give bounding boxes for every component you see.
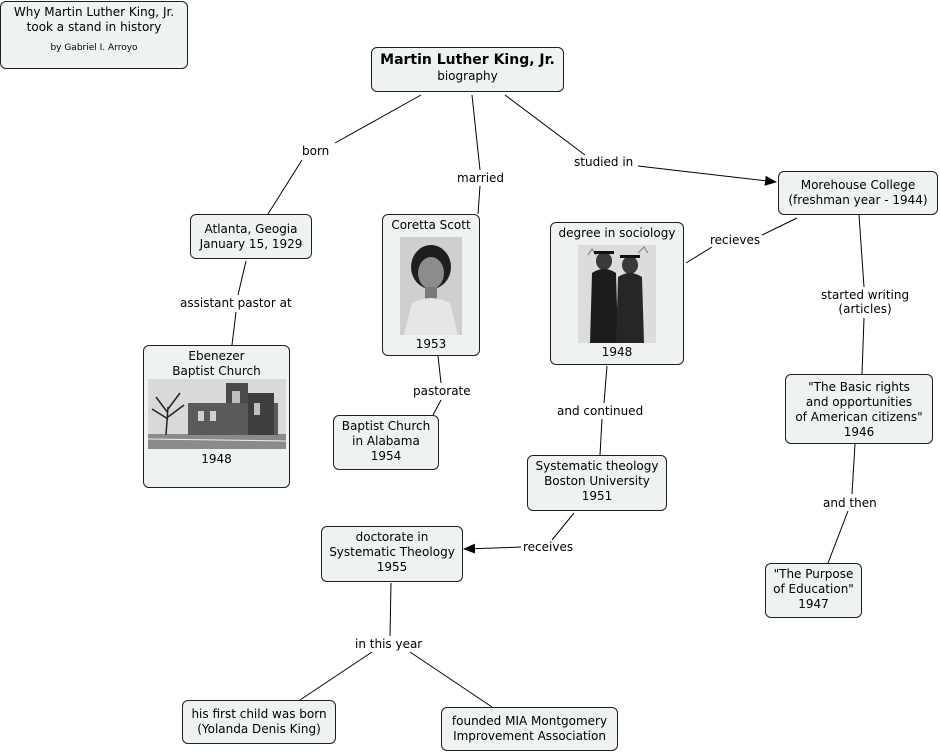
purpose-line1: "The Purpose [773,567,854,581]
line-studied-morehouse [637,165,777,186]
header-author: by Gabriel I. Arroyo [50,43,138,53]
link-label-and-then: and then [821,496,879,510]
line-inthisyear-child [299,651,373,701]
basic-rights-line1: "The Basic rights [808,380,910,394]
line-mlk-born [334,94,422,144]
morehouse-line2: (freshman year - 1944) [788,193,928,207]
doctorate-line2: Systematic Theology [329,545,455,559]
line-writing-basic [861,317,865,375]
graduation-photo [578,245,656,343]
node-ebenezer[interactable]: Ebenezer Baptist Church 1948 [143,345,290,488]
node-degree-sociology[interactable]: degree in sociology 1948 [550,222,684,365]
line-born-atlanta [267,159,303,215]
doctorate-line3: 1955 [376,560,408,574]
line-mlk-married [471,94,481,171]
ebenezer-line2: Baptist Church [172,364,261,378]
node-mia[interactable]: founded MIA Montgomery Improvement Assoc… [441,707,618,751]
link-label-in-this-year: in this year [353,637,425,651]
header-box[interactable]: Why Martin Luther King, Jr. took a stand… [0,1,188,69]
atlanta-line1: Atlanta, Geogia [204,222,298,236]
link-label-receives: receives [521,540,576,554]
link-label-married: married [455,171,507,185]
link-label-and-continued: and continued [555,404,646,418]
header-line2: took a stand in history [26,20,162,34]
header-line1: Why Martin Luther King, Jr. [13,5,175,19]
link-label-assistant-pastor: assistant pastor at [178,296,294,310]
ebenezer-line1: Ebenezer [188,349,245,363]
doctorate-line1: doctorate in [355,530,429,544]
basic-rights-line4: 1946 [843,425,875,439]
morehouse-line1: Morehouse College [800,178,916,192]
church-photo [148,379,286,449]
node-mlk-title: Martin Luther King, Jr. [380,52,555,68]
node-first-child[interactable]: his first child was born (Yolanda Denis … [182,700,336,744]
link-label-recieves: recieves [708,233,763,247]
line-boston-receives [551,512,575,541]
line-recieves-sociology [685,246,713,264]
boston-line2: Boston University [544,474,650,488]
alabama-line2: in Alabama [352,434,420,448]
purpose-line2: of Education" [773,582,854,596]
boston-line3: 1951 [581,489,613,503]
node-morehouse[interactable]: Morehouse College (freshman year - 1944) [778,171,938,215]
node-doctorate[interactable]: doctorate in Systematic Theology 1955 [321,526,463,582]
first-child-line1: his first child was born [191,707,327,721]
node-baptist-alabama[interactable]: Baptist Church in Alabama 1954 [333,415,439,470]
line-married-coretta [477,185,481,215]
node-basic-rights[interactable]: "The Basic rights and opportunities of A… [785,374,933,444]
sociology-year: 1948 [601,345,633,359]
started-writing-line1: started writing [821,288,910,302]
node-mlk-biography[interactable]: Martin Luther King, Jr. biography [371,47,564,92]
line-basic-andthen [851,443,856,495]
line-morehouse-recieves [759,217,798,237]
line-inthisyear-mia [409,651,493,708]
node-boston-university[interactable]: Systematic theology Boston University 19… [527,455,667,511]
coretta-year: 1953 [415,337,447,351]
node-coretta-scott[interactable]: Coretta Scott 1953 [382,214,480,356]
sociology-label: degree in sociology [558,226,676,240]
boston-line1: Systematic theology [535,459,659,473]
link-label-started-writing: started writing (articles) [819,288,912,316]
line-continued-boston [599,418,603,456]
line-mlk-studied [504,94,586,156]
basic-rights-line3: of American citizens" [795,410,923,424]
line-assistant-ebenezer [231,311,237,346]
line-pastorate-alabama [432,399,442,416]
started-writing-line2: (articles) [838,302,892,316]
node-mlk-subtitle: biography [437,69,498,83]
line-morehouse-writing [858,214,865,288]
basic-rights-line2: and opportunities [805,395,913,409]
mia-line1: founded MIA Montgomery [451,714,608,728]
alabama-line1: Baptist Church [341,419,431,433]
atlanta-line2: January 15, 1929 [199,237,303,251]
first-child-line2: (Yolanda Denis King) [197,722,321,736]
mia-line2: Improvement Association [453,729,606,743]
line-coretta-pastorate [437,355,442,384]
node-atlanta[interactable]: Atlanta, Geogia January 15, 1929 [190,214,312,259]
coretta-photo [400,237,462,335]
link-label-born: born [300,144,332,158]
alabama-line3: 1954 [370,449,402,463]
link-label-studied-in: studied in [572,155,636,169]
line-atlanta-assistant [237,260,247,296]
line-doctorate-inthisyear [389,582,392,637]
node-purpose-education[interactable]: "The Purpose of Education" 1947 [765,563,862,618]
line-andthen-purpose [827,510,849,564]
line-sociology-continued [603,365,608,404]
ebenezer-year: 1948 [201,452,232,466]
purpose-line3: 1947 [798,597,829,611]
coretta-name: Coretta Scott [391,218,471,232]
line-receives-doctorate [463,543,523,554]
link-label-pastorate: pastorate [411,384,473,398]
